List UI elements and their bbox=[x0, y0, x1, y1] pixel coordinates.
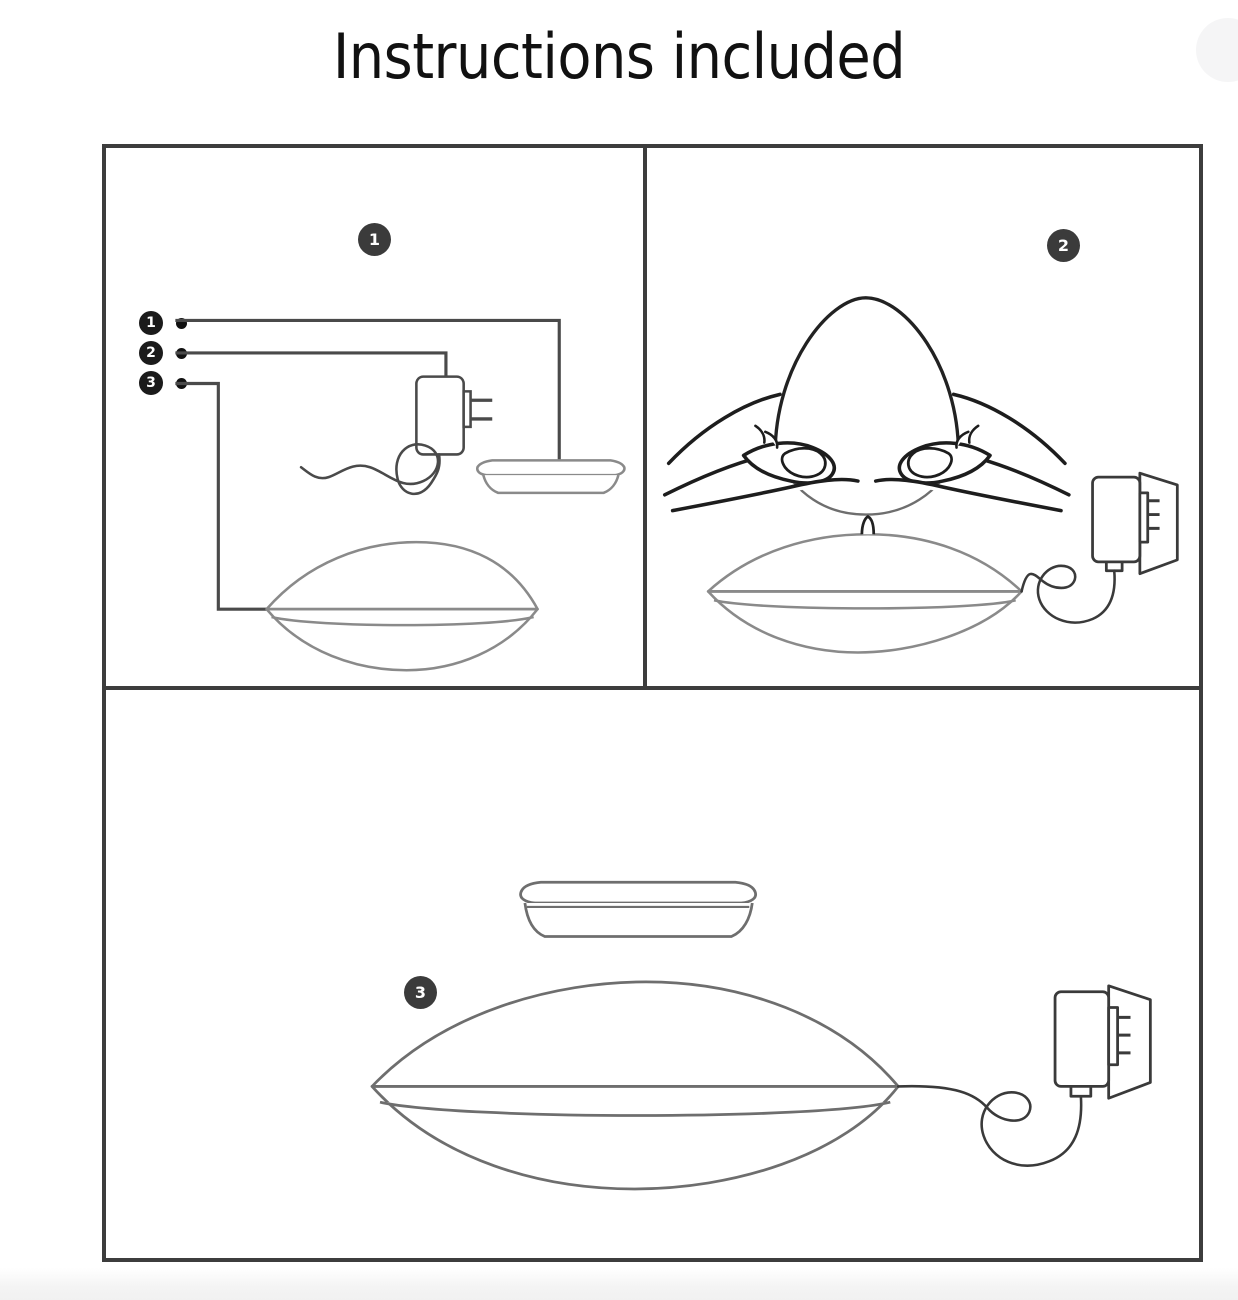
adapter-body bbox=[1091, 475, 1142, 564]
base-seam-lower bbox=[379, 1100, 891, 1117]
legend-badge-2: 2 bbox=[139, 341, 163, 365]
leader-line-1 bbox=[175, 318, 561, 467]
right-fingers bbox=[873, 477, 1063, 513]
panel-2-artwork bbox=[662, 296, 1179, 654]
adapter-prongs bbox=[1117, 1015, 1131, 1055]
adapter-cord bbox=[1020, 564, 1116, 624]
base-top-shell bbox=[370, 980, 900, 1088]
base-top-shell bbox=[706, 532, 1023, 593]
power-adapter bbox=[415, 375, 472, 456]
adapter-body bbox=[1053, 990, 1111, 1088]
base-top-shell bbox=[265, 540, 539, 611]
dish-rim bbox=[476, 459, 626, 477]
panel-step-2: 2 bbox=[643, 144, 1203, 690]
power-adapter bbox=[1053, 990, 1131, 1098]
dish-rim bbox=[519, 880, 757, 905]
right-knuckle-2 bbox=[955, 430, 970, 449]
legend-item-3: 3 bbox=[139, 368, 199, 398]
adapter-neck bbox=[462, 390, 472, 429]
dish-body bbox=[482, 474, 620, 495]
dish-body bbox=[523, 902, 754, 938]
adapter-neck bbox=[1107, 1006, 1119, 1067]
base-bottom-shell bbox=[370, 1085, 900, 1191]
panel-step-3: 3 bbox=[102, 686, 1203, 1262]
leader-line-3 bbox=[175, 381, 269, 611]
lid-dish bbox=[519, 880, 757, 938]
legend-item-1: 1 bbox=[139, 308, 199, 338]
step-badge-2: 2 bbox=[1047, 229, 1080, 262]
base-unit bbox=[706, 515, 1023, 654]
lid-dish bbox=[476, 459, 626, 495]
adapter-cord bbox=[896, 1084, 1083, 1167]
adapter-cord bbox=[299, 443, 441, 496]
panel-1-artwork bbox=[175, 318, 626, 672]
adapter-prongs bbox=[1147, 499, 1160, 530]
adapter-cord-base bbox=[1104, 560, 1124, 573]
legend-badge-1: 1 bbox=[139, 311, 163, 335]
left-knuckle-1 bbox=[754, 424, 766, 444]
leader-line-2 bbox=[175, 351, 448, 380]
step-badge-3: 3 bbox=[404, 976, 437, 1009]
adapter-cord-base bbox=[1069, 1085, 1093, 1098]
step-badge-1: 1 bbox=[358, 223, 391, 256]
power-adapter bbox=[1091, 475, 1160, 573]
right-thumb-nail bbox=[906, 446, 953, 479]
adapter-prongs bbox=[470, 398, 493, 421]
left-knuckle-2 bbox=[764, 430, 779, 449]
base-seam-lower bbox=[713, 599, 1016, 610]
right-hand-back bbox=[951, 392, 1067, 466]
left-hand bbox=[662, 392, 860, 513]
page-bottom-wash bbox=[0, 1268, 1238, 1300]
panel-3-artwork bbox=[370, 880, 1152, 1191]
legend-badge-3: 3 bbox=[139, 371, 163, 395]
adapter-body bbox=[415, 375, 465, 456]
base-unit bbox=[265, 540, 539, 672]
right-knuckle-1 bbox=[967, 424, 980, 444]
base-unit bbox=[370, 980, 900, 1191]
left-fingers bbox=[670, 477, 860, 513]
base-nub bbox=[860, 515, 876, 535]
base-seam-lower bbox=[271, 615, 534, 627]
adapter-neck bbox=[1138, 491, 1150, 544]
page-title: Instructions included bbox=[332, 20, 906, 93]
panel-step-1: 1 1 2 3 bbox=[102, 144, 647, 690]
instruction-board: 1 1 2 3 bbox=[102, 144, 1203, 1262]
left-thumb-nail bbox=[780, 446, 827, 479]
legend-dot-1 bbox=[176, 317, 187, 329]
dome-top bbox=[773, 296, 961, 454]
